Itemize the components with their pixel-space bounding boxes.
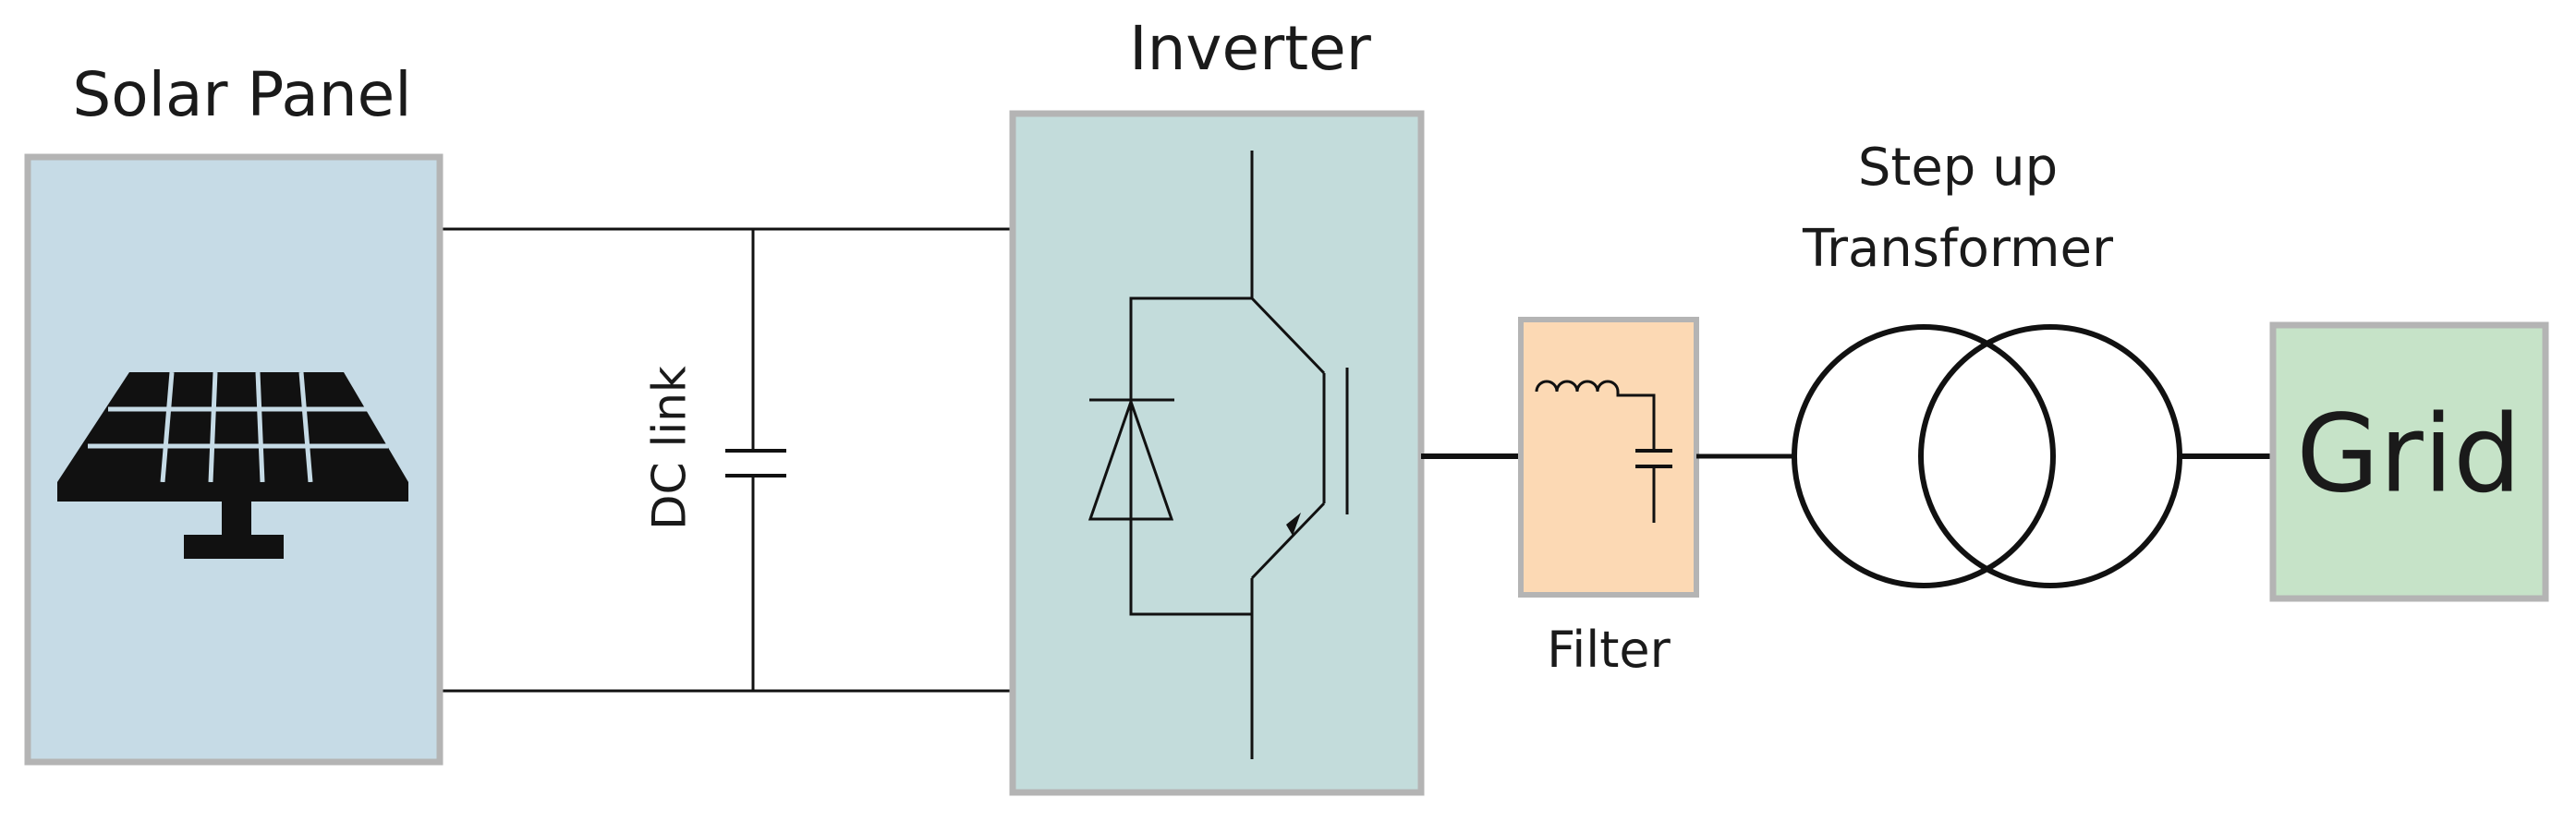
inverter-switch-circuit [1129, 151, 1254, 759]
igbt-icon [1250, 296, 1349, 614]
filter-label: Filter [1547, 621, 1671, 679]
filter-block [1518, 317, 1699, 598]
transformer-label-line1: Step up [1858, 138, 2058, 198]
transformer-icon [1792, 324, 2182, 588]
inverter-title: Inverter [1129, 13, 1372, 84]
dc-link-label: DC link [643, 366, 697, 530]
transformer-label-line2: Transformer [1802, 219, 2114, 279]
solar-panel-title: Solar Panel [72, 59, 411, 130]
grid-label: Grid [2296, 393, 2521, 517]
filter-capacitor-icon [1635, 449, 1672, 523]
dc-bus [440, 227, 1013, 693]
diode-icon [1088, 397, 1174, 521]
capacitor-icon [725, 229, 786, 691]
inverter-block [1009, 110, 1425, 796]
inductor-icon [1535, 380, 1656, 451]
grid-block [2269, 321, 2549, 602]
solar-panel-icon [57, 371, 408, 559]
